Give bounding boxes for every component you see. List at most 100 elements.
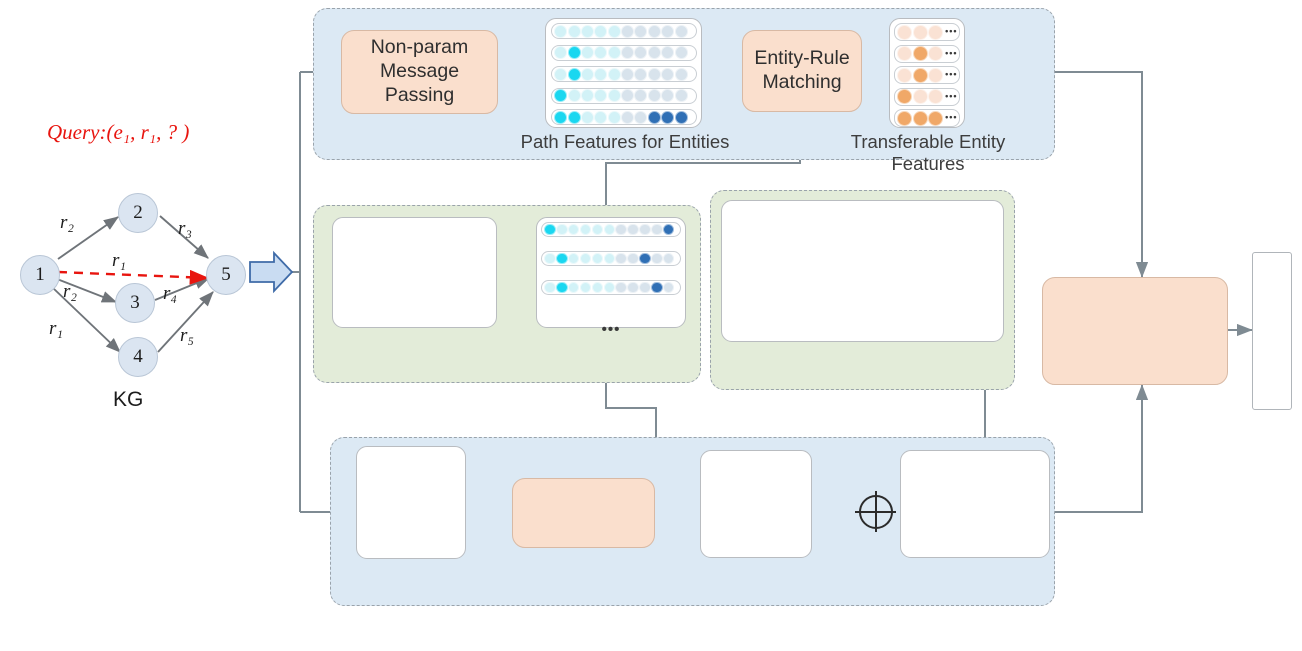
- feature-row: •••: [894, 66, 960, 84]
- feature-dot: [651, 281, 663, 293]
- grid-ellipsis: •••: [601, 321, 621, 338]
- relation-rule-matching-box[interactable]: [512, 478, 655, 548]
- feature-row: [551, 87, 697, 104]
- feature-dot: [554, 89, 568, 102]
- feature-dot: [634, 89, 648, 102]
- patterns-card: [721, 200, 1004, 342]
- feature-dot: [634, 24, 648, 38]
- feature-dot: [621, 24, 635, 38]
- feature-dot: [544, 281, 556, 293]
- feature-dot: [927, 89, 943, 104]
- feature-dot: [580, 89, 594, 102]
- feature-dot: [661, 67, 675, 81]
- feature-dot: [603, 281, 616, 293]
- feature-dot: [912, 24, 928, 40]
- feature-dot: [897, 24, 913, 40]
- feature-row: [551, 23, 697, 39]
- feature-row: [551, 109, 697, 125]
- feature-dot: [912, 46, 928, 61]
- feature-row: [551, 44, 697, 61]
- feature-dot: [897, 89, 913, 104]
- kg-edge-label-r3: r₃: [178, 218, 192, 239]
- feature-dot: [897, 110, 913, 126]
- feature-row: [541, 222, 681, 237]
- feature-dot: [651, 223, 663, 235]
- path-aggregation-box[interactable]: [1042, 277, 1228, 385]
- feature-dot: [647, 89, 661, 102]
- feature-row: •••: [894, 44, 960, 63]
- row-ellipsis: •••: [945, 26, 958, 37]
- row-ellipsis: •••: [945, 112, 958, 123]
- feature-dot: [556, 281, 568, 293]
- feature-dot: [674, 67, 688, 81]
- feature-dot: [639, 252, 651, 264]
- kg-edge-label-r1-query: r₁: [112, 250, 126, 271]
- feature-dot: [607, 110, 621, 124]
- feature-dot: [594, 46, 608, 59]
- onehot-vectors-card: [356, 446, 466, 559]
- feature-dot: [591, 223, 604, 235]
- feature-row: [541, 251, 681, 266]
- feature-dot: [639, 223, 651, 235]
- feature-dot: [567, 223, 580, 235]
- feature-dot: [615, 281, 627, 293]
- feature-dot: [621, 110, 635, 124]
- kg-edge-label-r2-a: r₂: [60, 212, 74, 233]
- feature-dot: [594, 67, 608, 81]
- feature-dot: [580, 110, 594, 124]
- kg-edge-label-r5: r₅: [180, 325, 194, 346]
- kg-edge-label-r2-b: r₂: [63, 281, 77, 302]
- feature-dot: [647, 24, 661, 38]
- feature-dot: [615, 252, 627, 264]
- feature-dot: [567, 89, 581, 102]
- feature-dot: [627, 281, 639, 293]
- scores-column: [1252, 252, 1292, 410]
- feature-dot: [647, 67, 661, 81]
- row-ellipsis: •••: [945, 69, 958, 80]
- feature-dot: [651, 252, 663, 264]
- feature-dot: [662, 281, 675, 293]
- feature-dot: [594, 24, 608, 38]
- query-label: Query:(e₁, r₁, ? ): [47, 120, 190, 144]
- feature-dot: [634, 67, 648, 81]
- feature-dot: [567, 46, 581, 59]
- feature-dot: [607, 24, 621, 38]
- feature-dot: [897, 46, 913, 61]
- feature-dot: [594, 110, 608, 124]
- feature-dot: [579, 223, 592, 235]
- feature-dot: [594, 89, 608, 102]
- feature-dot: [661, 24, 675, 38]
- kg-node-2: 2: [118, 193, 158, 233]
- feature-dot: [662, 252, 675, 264]
- feature-dot: [621, 89, 635, 102]
- feature-dot: [662, 223, 675, 235]
- feature-row: [551, 66, 697, 82]
- feature-dot: [897, 67, 913, 83]
- feature-dot: [567, 110, 581, 124]
- feature-dot: [927, 110, 943, 126]
- feature-dot: [554, 46, 568, 59]
- kg-node-3: 3: [115, 283, 155, 323]
- feature-dot: [647, 110, 661, 124]
- feature-dot: [554, 110, 568, 124]
- feature-dot: [661, 46, 675, 59]
- feature-dot: [556, 252, 568, 264]
- rules-list-card: [332, 217, 497, 328]
- kg-edge-label-r1-b: r₁: [49, 318, 63, 339]
- feature-dot: [927, 46, 943, 61]
- feature-dot: [554, 24, 568, 38]
- feature-dot: [627, 252, 639, 264]
- feature-row: •••: [894, 109, 960, 127]
- feature-dot: [621, 46, 635, 59]
- kg-node-4: 4: [118, 337, 158, 377]
- feature-dot: [615, 223, 627, 235]
- feature-dot: [591, 252, 604, 264]
- feature-row: •••: [894, 23, 960, 41]
- sum-operator-icon: [855, 491, 896, 532]
- transferable-relation-card: [900, 450, 1050, 558]
- feature-dot: [603, 223, 616, 235]
- feature-dot: [544, 252, 556, 264]
- feature-dot: [580, 24, 594, 38]
